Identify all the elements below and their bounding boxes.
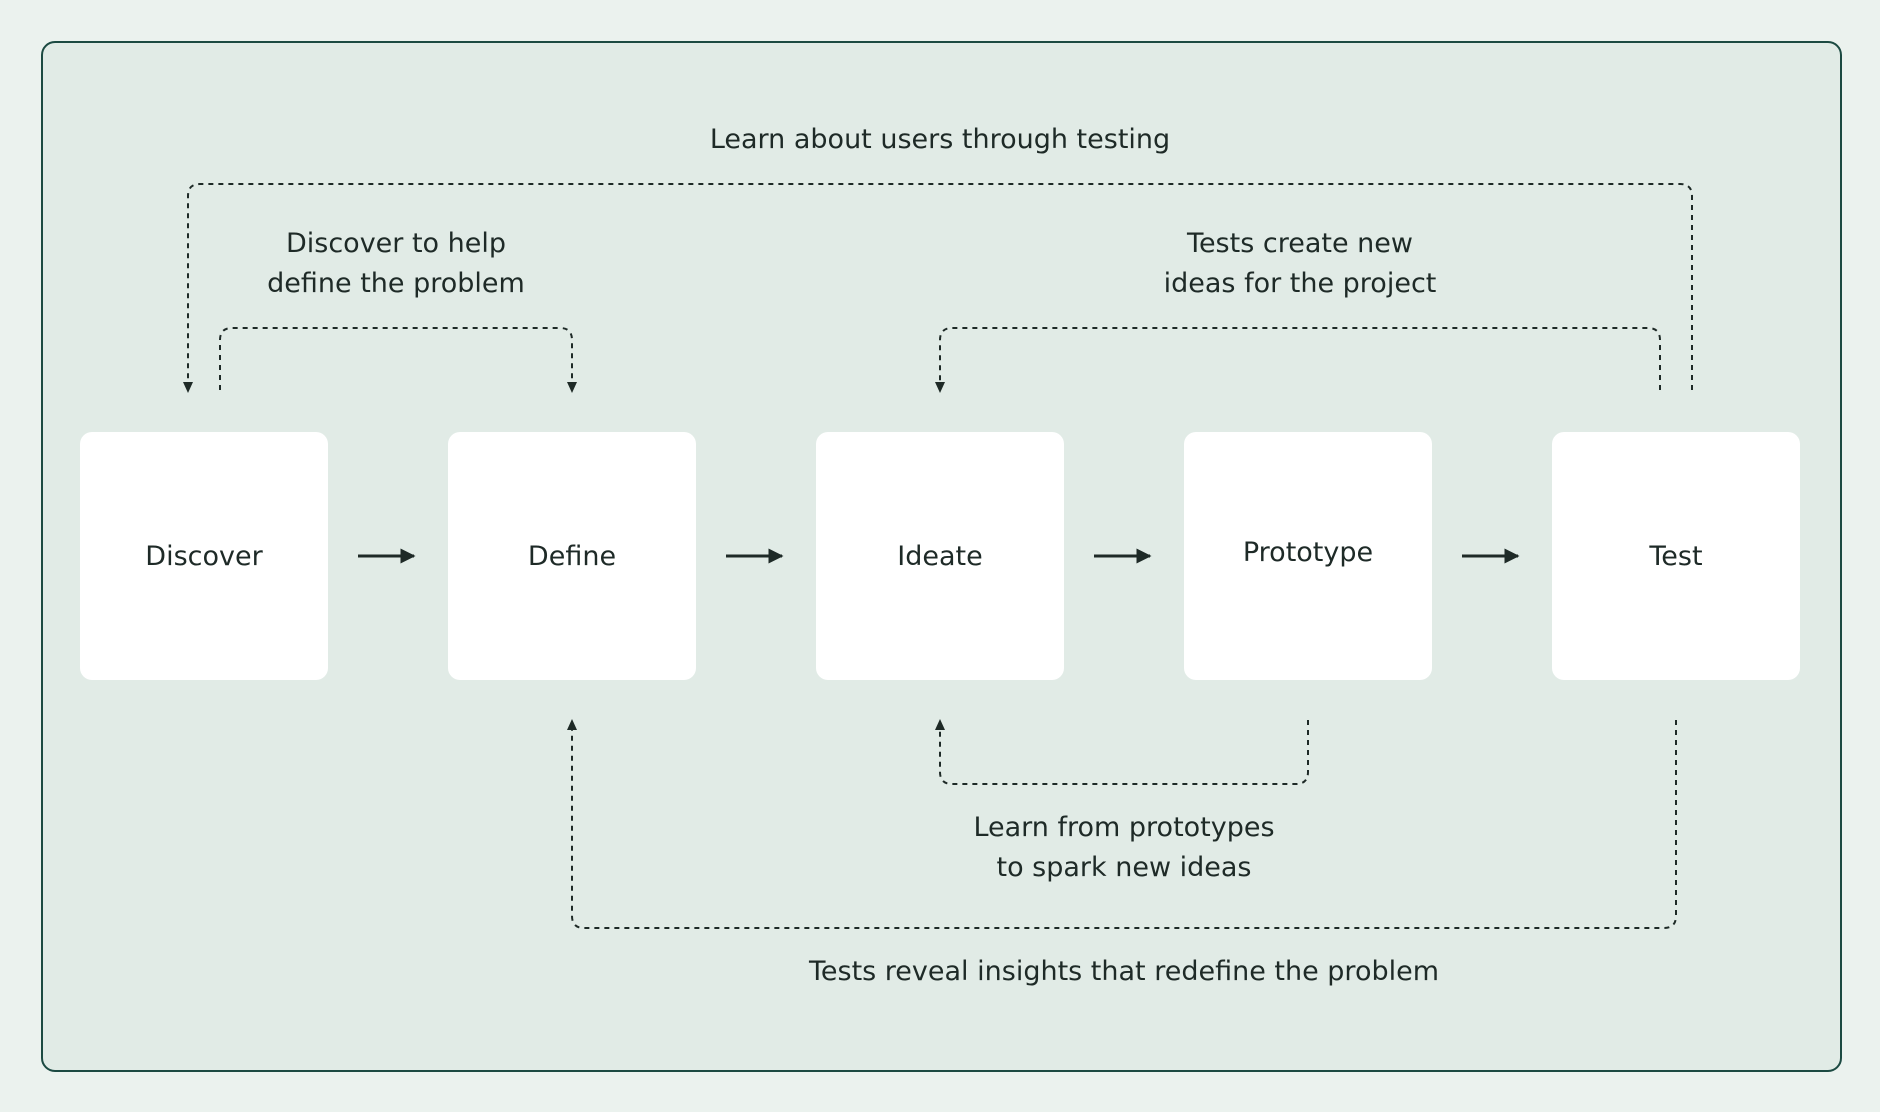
stage-box-test: Test	[1552, 432, 1800, 680]
arrowhead-down-ideate	[935, 382, 945, 393]
loop-prototypes-caption: Learn from prototypes to spark new ideas	[973, 808, 1274, 888]
arrowhead-up-define	[567, 719, 577, 730]
loop-arrowheads	[183, 382, 945, 730]
loop-tests-ideas-line1: Tests create new	[1187, 228, 1413, 259]
stage-label-ideate: Ideate	[897, 540, 983, 572]
loop-users-text: Learn about users through testing	[709, 124, 1171, 155]
loop-redefine-text: Tests reveal insights that redefine the …	[808, 956, 1440, 987]
loop-prototypes-line	[939, 720, 1309, 785]
loop-redefine-line	[571, 720, 1677, 929]
arrowhead-up-ideate	[935, 719, 945, 730]
loop-users-line	[187, 183, 1693, 390]
loop-tests-ideas-caption: Tests create new ideas for the project	[1164, 224, 1437, 304]
loop-prototypes-line2: to spark new ideas	[996, 852, 1252, 883]
stage-box-define: Define	[448, 432, 696, 680]
loop-tests-ideas-line2: ideas for the project	[1163, 268, 1437, 299]
arrowhead-down-define	[567, 382, 577, 393]
loop-redefine-caption: Tests reveal insights that redefine the …	[809, 952, 1439, 992]
loop-prototypes-line1: Learn from prototypes	[973, 812, 1275, 843]
arrowhead-down-discover	[183, 382, 193, 393]
stage-label-define: Define	[527, 540, 617, 572]
stage-label-test: Test	[1649, 540, 1703, 572]
loop-discover-define-line1: Discover to help	[285, 228, 507, 259]
loop-discover-define-caption: Discover to help define the problem	[267, 224, 525, 304]
stage-label-prototype: Prototype	[1242, 536, 1374, 568]
loop-tests-ideas-line	[939, 327, 1661, 390]
stage-box-discover: Discover	[80, 432, 328, 680]
stage-box-prototype: Prototype	[1184, 432, 1432, 680]
loop-discover-define-line	[219, 327, 573, 390]
stage-box-ideate: Ideate	[816, 432, 1064, 680]
loop-users-caption: Learn about users through testing	[710, 120, 1170, 160]
stage-label-discover: Discover	[145, 540, 263, 572]
loop-discover-define-line2: define the problem	[267, 268, 525, 299]
